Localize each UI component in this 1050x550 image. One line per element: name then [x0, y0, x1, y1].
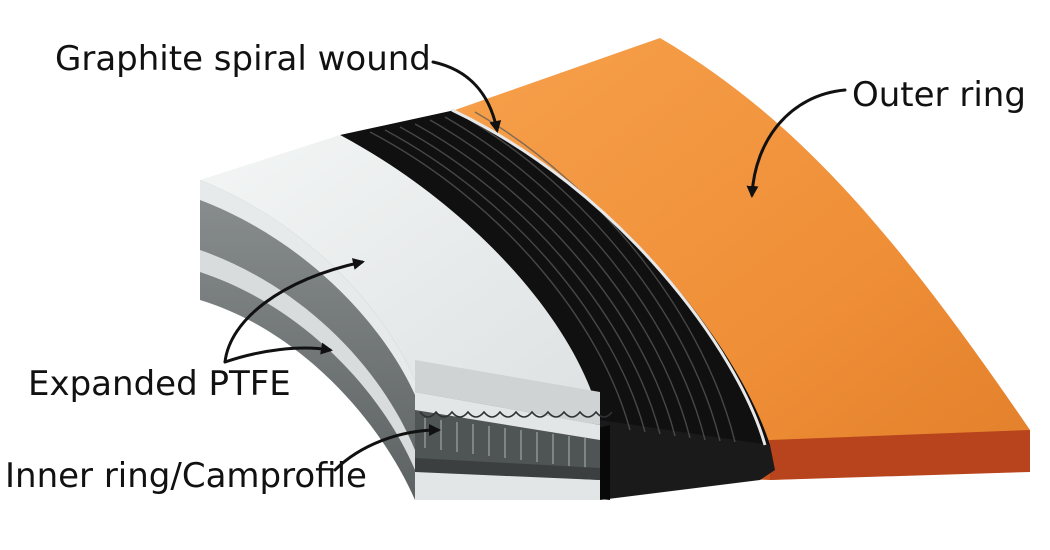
label-outer-ring: Outer ring	[852, 75, 1026, 115]
inner-ring-side-shape	[200, 180, 415, 500]
expanded-ptfe-top-shape	[200, 135, 600, 425]
arrow-outer-ring	[746, 88, 847, 198]
camprofile-front-shape	[415, 392, 613, 500]
graphite-spiral-wound-shape	[340, 108, 775, 500]
arrow-inner-ring-camprofile	[333, 424, 441, 472]
arrow-graphite-spiral-wound	[431, 60, 502, 133]
arrow-expanded-ptfe-side	[223, 342, 333, 364]
label-graphite-spiral-wound: Graphite spiral wound	[55, 39, 431, 79]
label-inner-ring-camprofile: Inner ring/Camprofile	[5, 456, 367, 496]
arrow-expanded-ptfe-top	[223, 258, 365, 364]
label-expanded-ptfe: Expanded PTFE	[28, 364, 291, 404]
